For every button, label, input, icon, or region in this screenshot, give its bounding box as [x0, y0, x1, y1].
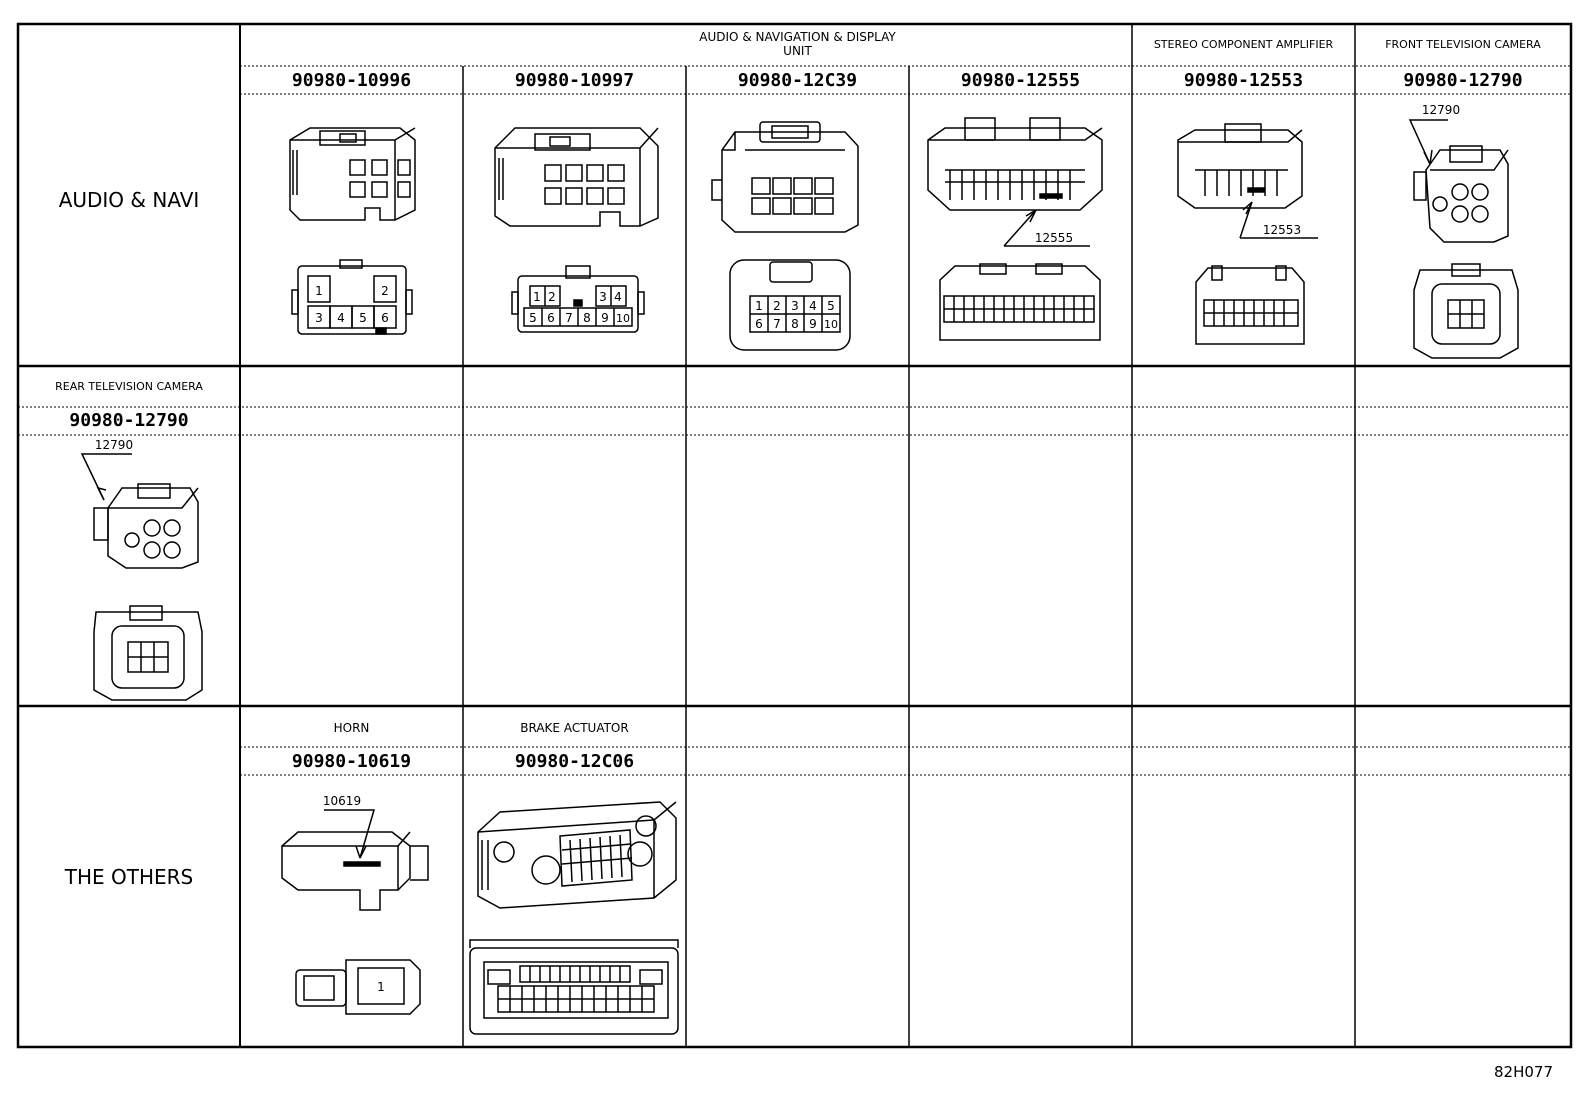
pin-label: 9 — [809, 317, 817, 331]
part-number-12C06: 90980-12C06 — [514, 751, 635, 772]
pin-label: 4 — [337, 311, 345, 325]
part-number-12553: 90980-12553 — [1183, 70, 1304, 91]
pin-label: 1 — [377, 980, 385, 994]
connector-face-12790-rear — [93, 605, 203, 701]
component-audio-nav-display-line2: UNIT — [783, 44, 812, 58]
connector-face-12C39 — [729, 259, 851, 351]
connector-face-10619 — [295, 959, 421, 1015]
component-rear-camera: REAR TELEVISION CAMERA — [55, 380, 203, 393]
part-number-12C39: 90980-12C39 — [737, 70, 858, 91]
group-label-audio-navi: AUDIO & NAVI — [58, 188, 200, 212]
pin-label: 1 — [533, 290, 541, 304]
connector-drawing-12C39 — [711, 121, 859, 233]
part-number-10997: 90980-10997 — [514, 70, 635, 91]
pin-label: 8 — [583, 311, 591, 325]
pin-label: 8 — [791, 317, 799, 331]
callout-12553: 12553 — [1263, 223, 1301, 237]
pin-label: 2 — [548, 290, 556, 304]
pin-label: 10 — [616, 312, 630, 325]
callout-12790-front: 12790 — [1422, 103, 1460, 117]
pin-label: 10 — [824, 318, 838, 331]
pin-label: 1 — [315, 284, 323, 298]
pin-label: 3 — [791, 299, 799, 313]
connector-drawing-10997 — [494, 127, 659, 227]
connector-drawing-12553 — [1177, 123, 1318, 239]
pin-label: 1 — [755, 299, 763, 313]
pin-label: 2 — [381, 284, 389, 298]
part-number-12790-front: 90980-12790 — [1403, 70, 1523, 91]
connector-face-12790-front — [1413, 263, 1519, 359]
component-stereo-amp: STEREO COMPONENT AMPLIFIER — [1153, 38, 1334, 51]
callout-10619: 10619 — [323, 794, 361, 808]
connector-face-12C06 — [469, 939, 679, 1035]
connector-face-10997 — [511, 265, 645, 333]
part-number-12555: 90980-12555 — [960, 70, 1081, 91]
pin-label: 9 — [601, 311, 609, 325]
pin-label: 3 — [315, 311, 323, 325]
pin-label: 5 — [529, 311, 537, 325]
group-label-the-others: THE OTHERS — [64, 865, 194, 889]
connector-drawing-12790-front — [1408, 119, 1509, 243]
pin-label: 7 — [773, 317, 781, 331]
component-horn: HORN — [333, 721, 370, 735]
callout-12790-rear: 12790 — [95, 438, 133, 452]
pin-label: 4 — [809, 299, 817, 313]
pin-label: 6 — [381, 311, 389, 325]
sheet-id: 82H077 — [1494, 1063, 1553, 1081]
part-number-10996: 90980-10996 — [291, 70, 412, 91]
pin-label: 3 — [599, 290, 607, 304]
pin-label: 5 — [827, 299, 835, 313]
connector-face-12553 — [1195, 265, 1305, 345]
connector-drawing-12555 — [927, 117, 1103, 247]
pin-label: 2 — [773, 299, 781, 313]
component-audio-nav-display: AUDIO & NAVIGATION & DISPLAY UNIT — [463, 30, 1132, 58]
connector-face-12555 — [939, 263, 1101, 341]
pin-label: 6 — [755, 317, 763, 331]
connector-drawing-12790-rear — [80, 453, 199, 569]
component-audio-nav-display-line1: AUDIO & NAVIGATION & DISPLAY — [699, 30, 896, 44]
connector-drawing-12C06 — [477, 801, 677, 909]
part-number-12790-rear: 90980-12790 — [69, 410, 189, 431]
component-brake-actuator: BRAKE ACTUATOR — [520, 721, 629, 735]
pin-label: 5 — [359, 311, 367, 325]
pin-label: 6 — [547, 311, 555, 325]
part-number-10619: 90980-10619 — [291, 751, 412, 772]
pin-label: 7 — [565, 311, 573, 325]
connector-drawing-10619 — [281, 809, 429, 911]
connector-drawing-10996 — [289, 127, 416, 221]
callout-12555: 12555 — [1035, 231, 1073, 245]
connector-face-10996 — [291, 259, 413, 335]
component-front-camera: FRONT TELEVISION CAMERA — [1385, 38, 1541, 51]
pin-label: 4 — [614, 290, 622, 304]
